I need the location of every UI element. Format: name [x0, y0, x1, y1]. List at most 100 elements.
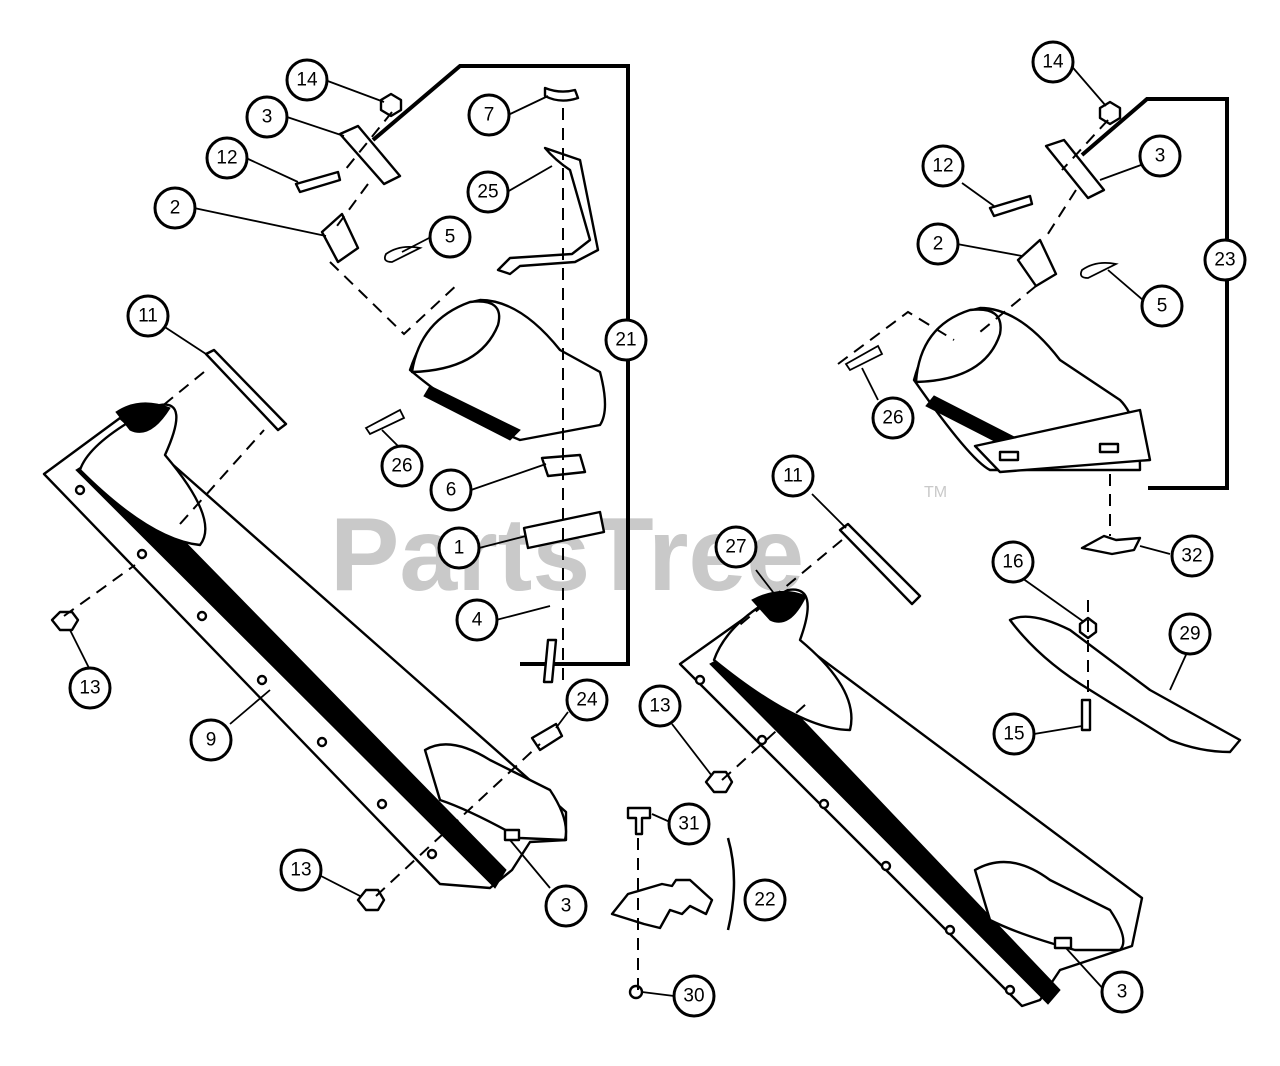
callout-left-1: 1	[437, 526, 481, 570]
callout-left-9: 9	[189, 718, 233, 762]
right-clip-part-2	[1016, 238, 1058, 288]
callout-center-30: 30	[672, 974, 716, 1018]
right-bolt-part-12	[988, 194, 1034, 218]
right-rivet-part-26	[844, 344, 884, 372]
callout-right-3: 3	[1138, 134, 1182, 178]
left-clip-part-2	[320, 212, 360, 264]
right-bracket-part-3	[1044, 138, 1106, 200]
callout-left-2: 2	[153, 186, 197, 230]
svg-text:3: 3	[561, 896, 572, 917]
brace-22	[726, 837, 736, 931]
callout-right-12: 12	[921, 144, 965, 188]
callout-left-12: 12	[205, 136, 249, 180]
svg-text:31: 31	[678, 814, 699, 835]
svg-text:29: 29	[1179, 624, 1200, 645]
bracket-group-23	[1080, 97, 1229, 490]
left-chute-part-9	[42, 402, 568, 890]
callout-right-3b: 3	[1100, 970, 1144, 1014]
svg-text:3: 3	[262, 107, 273, 128]
right-chute	[678, 588, 1144, 1008]
bolt-part-31	[626, 806, 652, 836]
svg-text:26: 26	[882, 408, 903, 429]
bracket-group-21	[371, 64, 630, 666]
left-rivet-part-26	[364, 408, 406, 436]
svg-text:3: 3	[1155, 146, 1166, 167]
svg-text:23: 23	[1214, 250, 1235, 271]
left-bolt-part-12	[294, 170, 342, 194]
svg-text:11: 11	[783, 466, 803, 487]
watermark: PartsTree TM	[330, 484, 947, 613]
right-spout-group-23	[912, 306, 1152, 474]
left-bolt-part-24	[530, 722, 564, 752]
svg-text:2: 2	[933, 234, 944, 255]
callout-left-11: 11	[126, 294, 170, 338]
svg-text:12: 12	[932, 156, 953, 177]
right-assembly	[678, 100, 1242, 1008]
callout-left-13a: 13	[68, 666, 112, 710]
svg-text:12: 12	[216, 148, 237, 169]
left-bar-part-11	[204, 348, 288, 432]
right-bar-part-11	[838, 522, 922, 606]
svg-text:13: 13	[79, 678, 100, 699]
svg-text:11: 11	[138, 306, 158, 327]
callout-left-13b: 13	[279, 848, 323, 892]
callout-right-14: 14	[1031, 40, 1075, 84]
svg-text:25: 25	[477, 182, 498, 203]
callout-left-4: 4	[455, 598, 499, 642]
svg-text:6: 6	[446, 480, 457, 501]
left-spout-group-21	[408, 86, 607, 684]
left-bracket-part-3	[338, 124, 402, 186]
callout-left-24: 24	[565, 678, 609, 722]
right-nut-part-14	[1098, 100, 1122, 126]
left-pin-part-5	[383, 245, 423, 263]
callout-right-5: 5	[1140, 284, 1184, 328]
svg-text:2: 2	[170, 198, 181, 219]
right-dashed-lines	[721, 119, 1111, 781]
svg-text:15: 15	[1003, 724, 1024, 745]
callout-left-6: 6	[429, 468, 473, 512]
svg-text:21: 21	[615, 330, 636, 351]
svg-text:7: 7	[484, 105, 495, 126]
callout-right-23: 23	[1203, 238, 1247, 282]
svg-text:13: 13	[649, 696, 670, 717]
callout-left-26: 26	[380, 444, 424, 488]
svg-text:1: 1	[454, 538, 465, 559]
callout-left-3b: 3	[544, 884, 588, 928]
watermark-trademark: TM	[924, 484, 947, 501]
right-wingnut-part-32	[1080, 534, 1142, 556]
svg-text:5: 5	[1157, 296, 1168, 317]
callout-right-13: 13	[638, 684, 682, 728]
svg-text:27: 27	[725, 537, 746, 558]
svg-text:14: 14	[296, 70, 318, 91]
svg-text:13: 13	[290, 860, 311, 881]
left-nut-part-14	[379, 92, 403, 118]
callout-right-27: 27	[714, 525, 758, 569]
callout-right-26: 26	[871, 396, 915, 440]
right-pin-part-5	[1079, 261, 1119, 279]
left-dashed-lines	[63, 108, 564, 897]
callout-left-3: 3	[245, 95, 289, 139]
svg-text:26: 26	[391, 456, 412, 477]
svg-text:24: 24	[576, 690, 598, 711]
left-nut-part-13a	[50, 610, 80, 632]
callout-left-21: 21	[604, 318, 648, 362]
svg-text:30: 30	[683, 986, 704, 1007]
svg-text:9: 9	[206, 730, 217, 751]
callout-center-22: 22	[743, 878, 787, 922]
callout-center-31: 31	[667, 802, 711, 846]
svg-text:32: 32	[1181, 546, 1202, 567]
svg-text:16: 16	[1002, 552, 1023, 573]
center-hardware	[610, 806, 714, 1000]
callout-right-15: 15	[992, 712, 1036, 756]
callout-right-16: 16	[991, 540, 1035, 584]
svg-text:22: 22	[754, 890, 775, 911]
left-assembly	[42, 86, 607, 912]
svg-text:3: 3	[1117, 982, 1128, 1003]
right-bolt-part-15	[1080, 698, 1092, 732]
svg-text:5: 5	[445, 227, 456, 248]
plate-part-22	[610, 878, 714, 930]
callout-left-25: 25	[466, 170, 510, 214]
right-plate-part-29	[1008, 615, 1242, 754]
callout-right-11: 11	[771, 454, 815, 498]
